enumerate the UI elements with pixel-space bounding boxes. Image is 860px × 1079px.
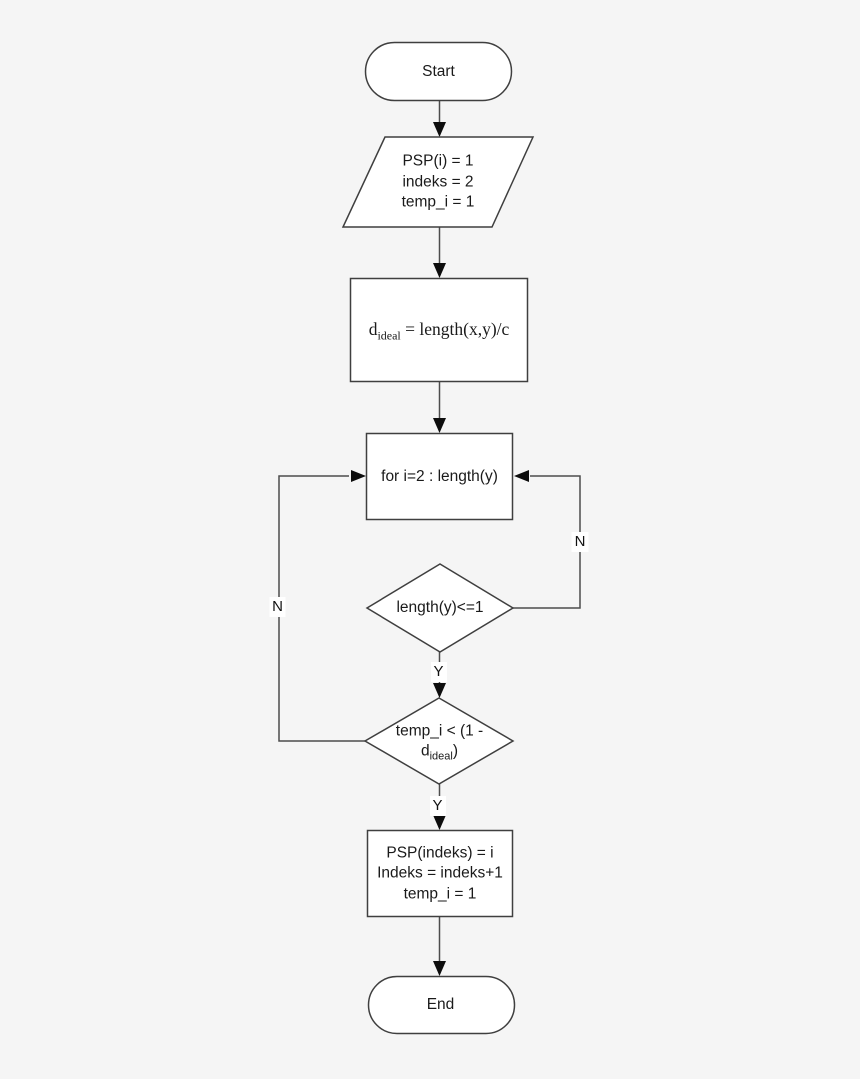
arrowhead-into-for-right: [514, 470, 529, 482]
edge-label-cond2-no: N: [269, 597, 286, 617]
edge-label-cond1-yes: Y: [430, 662, 447, 682]
update-line-3: temp_i = 1: [403, 884, 477, 902]
decision-temp-label: temp_i < (1 - dideal): [396, 721, 483, 762]
init-line-2: indeks = 2: [402, 172, 474, 190]
edge-label-cond1-no: N: [571, 532, 589, 552]
start-label: Start: [422, 62, 455, 80]
edge-cond1-no-loop: [513, 475, 581, 609]
edge-cond2-no-loop: [278, 475, 365, 742]
arrowhead-into-update: [433, 815, 446, 830]
update-label: PSP(indeks) = i Indeks = indeks+1 temp_i…: [377, 843, 503, 905]
arrowhead-into-for-left: [351, 470, 366, 482]
update-line-1: PSP(indeks) = i: [386, 843, 494, 861]
dideal-base: d: [368, 318, 378, 339]
dideal-subscript: ideal: [377, 328, 401, 343]
init-line-1: PSP(i) = 1: [402, 152, 474, 170]
decision-temp-line-1: temp_i < (1 -: [395, 722, 484, 739]
end-terminator-shape: [367, 975, 516, 1035]
update-line-2: Indeks = indeks+1: [377, 864, 503, 882]
edge-label-cond2-yes: Y: [429, 796, 446, 816]
dideal-label: dideal = length(x,y)/c: [368, 318, 510, 343]
arrowheads: [351, 122, 529, 976]
arrowhead-into-init: [433, 122, 446, 137]
arrowhead-into-dideal: [433, 263, 446, 278]
arrowhead-into-end: [433, 961, 446, 976]
init-label: PSP(i) = 1 indeks = 2 temp_i = 1: [402, 151, 475, 213]
decision-length-label: length(y)<=1: [396, 598, 484, 616]
end-label: End: [426, 995, 455, 1013]
decision-length-diamond-shape: [365, 563, 515, 653]
init-line-3: temp_i = 1: [401, 193, 475, 211]
arrowhead-into-cond2: [433, 683, 446, 698]
decision-temp-line-2: dideal): [396, 742, 483, 763]
arrowhead-into-for: [433, 418, 446, 433]
decision-temp-diamond-shape: [363, 697, 515, 785]
decision-temp-close: ): [452, 742, 459, 760]
dideal-rest: = length(x,y)/c: [400, 318, 510, 339]
start-terminator-shape: [364, 41, 513, 102]
for-loop-label: for i=2 : length(y): [381, 467, 498, 485]
decision-temp-subscript: ideal: [429, 750, 453, 763]
update-process-shape: [366, 829, 514, 918]
decision-temp-base: d: [420, 742, 430, 760]
dideal-process-shape: [349, 277, 529, 383]
init-parallelogram-shape: [341, 136, 535, 228]
flowchart-shapes: [341, 41, 535, 1035]
for-loop-process-shape: [365, 432, 514, 521]
